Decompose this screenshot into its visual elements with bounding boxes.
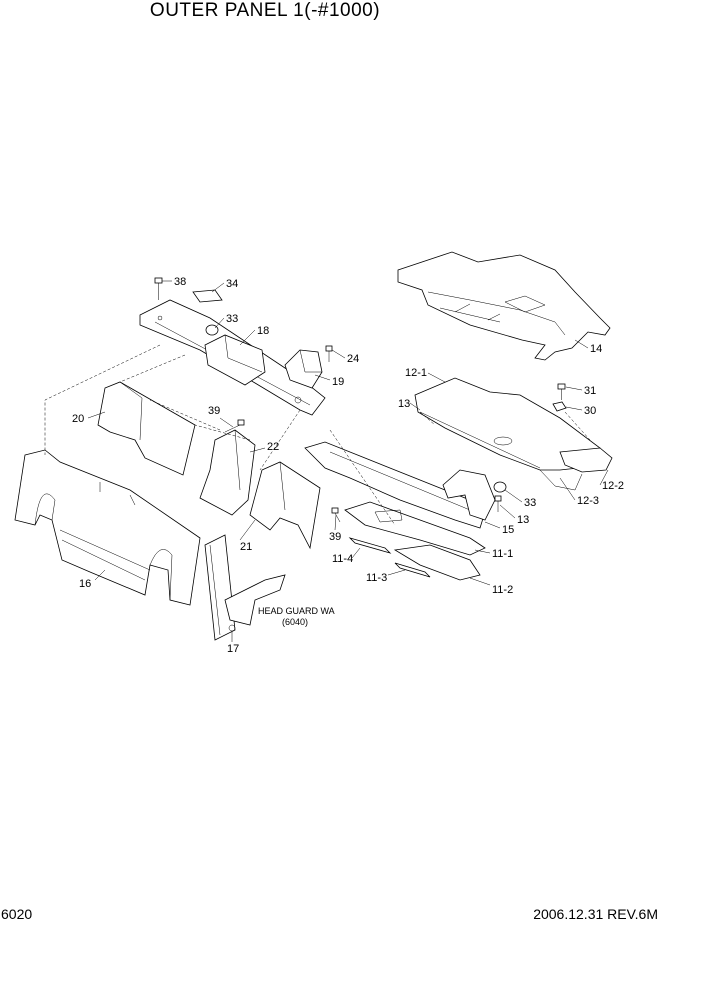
assembly-lines xyxy=(44,344,591,526)
part-11-2-panel xyxy=(393,544,481,581)
part-14-cover-plate xyxy=(397,251,611,361)
part-20-side-panel xyxy=(97,381,196,476)
callout-12-1: 12-1 xyxy=(405,367,427,379)
part-15-panel xyxy=(304,441,486,529)
callout-20: 20 xyxy=(72,413,84,425)
callout-12-2: 12-2 xyxy=(602,480,624,492)
callout-13-upper: 13 xyxy=(398,398,410,410)
part-22-panel xyxy=(199,429,256,516)
part-30-bracket xyxy=(552,401,567,412)
callout-12-3: 12-3 xyxy=(577,495,599,507)
head-guard-note-line1: HEAD GUARD WA xyxy=(258,606,335,616)
callout-33-lower: 33 xyxy=(524,497,536,509)
callout-33-upper: 33 xyxy=(226,313,238,325)
page-title: OUTER PANEL 1(-#1000) xyxy=(149,0,381,21)
part-34-clip xyxy=(192,289,223,303)
callout-11-3: 11-3 xyxy=(366,572,387,584)
callout-15: 15 xyxy=(502,524,514,536)
part-24-bolt xyxy=(325,345,333,362)
part-21-panel xyxy=(249,461,321,550)
callout-34: 34 xyxy=(226,278,238,290)
callout-14: 14 xyxy=(590,343,602,355)
callout-18: 18 xyxy=(257,325,269,337)
part-38-bolt xyxy=(154,277,163,300)
callout-24: 24 xyxy=(347,353,359,365)
part-39-bolt-b xyxy=(331,507,341,523)
head-guard-note-line2: (6040) xyxy=(282,617,308,627)
callout-19: 19 xyxy=(332,376,344,388)
part-39-bolt-a xyxy=(224,419,245,433)
part-11-3-strip xyxy=(394,562,431,578)
callout-16: 16 xyxy=(79,578,91,590)
part-33-grommet-b xyxy=(493,481,507,493)
callout-11-4: 11-4 xyxy=(332,553,353,565)
revision-date: 2006.12.31 REV.6M xyxy=(533,906,658,922)
part-13-bolt-b xyxy=(494,495,502,512)
callout-11-2: 11-2 xyxy=(492,584,513,596)
callout-17: 17 xyxy=(227,643,239,655)
callout-13-lower: 13 xyxy=(517,514,529,526)
page-number: 6020 xyxy=(1,906,33,922)
duct-cover xyxy=(442,469,496,521)
callout-39-upper: 39 xyxy=(208,405,220,417)
part-33-grommet xyxy=(205,324,219,336)
part-19-duct xyxy=(284,349,323,389)
part-11-1-panel xyxy=(344,501,486,556)
head-guard-frame xyxy=(204,534,236,641)
callout-31: 31 xyxy=(584,385,596,397)
part-17-bracket xyxy=(224,574,286,632)
part-12-1-lower-plate xyxy=(414,377,613,491)
callout-30: 30 xyxy=(584,405,596,417)
callout-21: 21 xyxy=(240,541,252,553)
part-11-4-strip xyxy=(348,537,392,554)
part-31-bolt xyxy=(557,383,566,400)
callout-38: 38 xyxy=(174,276,186,288)
callout-39-lower: 39 xyxy=(329,531,341,543)
callout-leaders xyxy=(87,280,609,642)
part-16-rear-panel xyxy=(14,449,201,606)
callout-11-1: 11-1 xyxy=(492,548,513,560)
callout-22: 22 xyxy=(267,441,279,453)
part-18-cover xyxy=(204,334,266,386)
